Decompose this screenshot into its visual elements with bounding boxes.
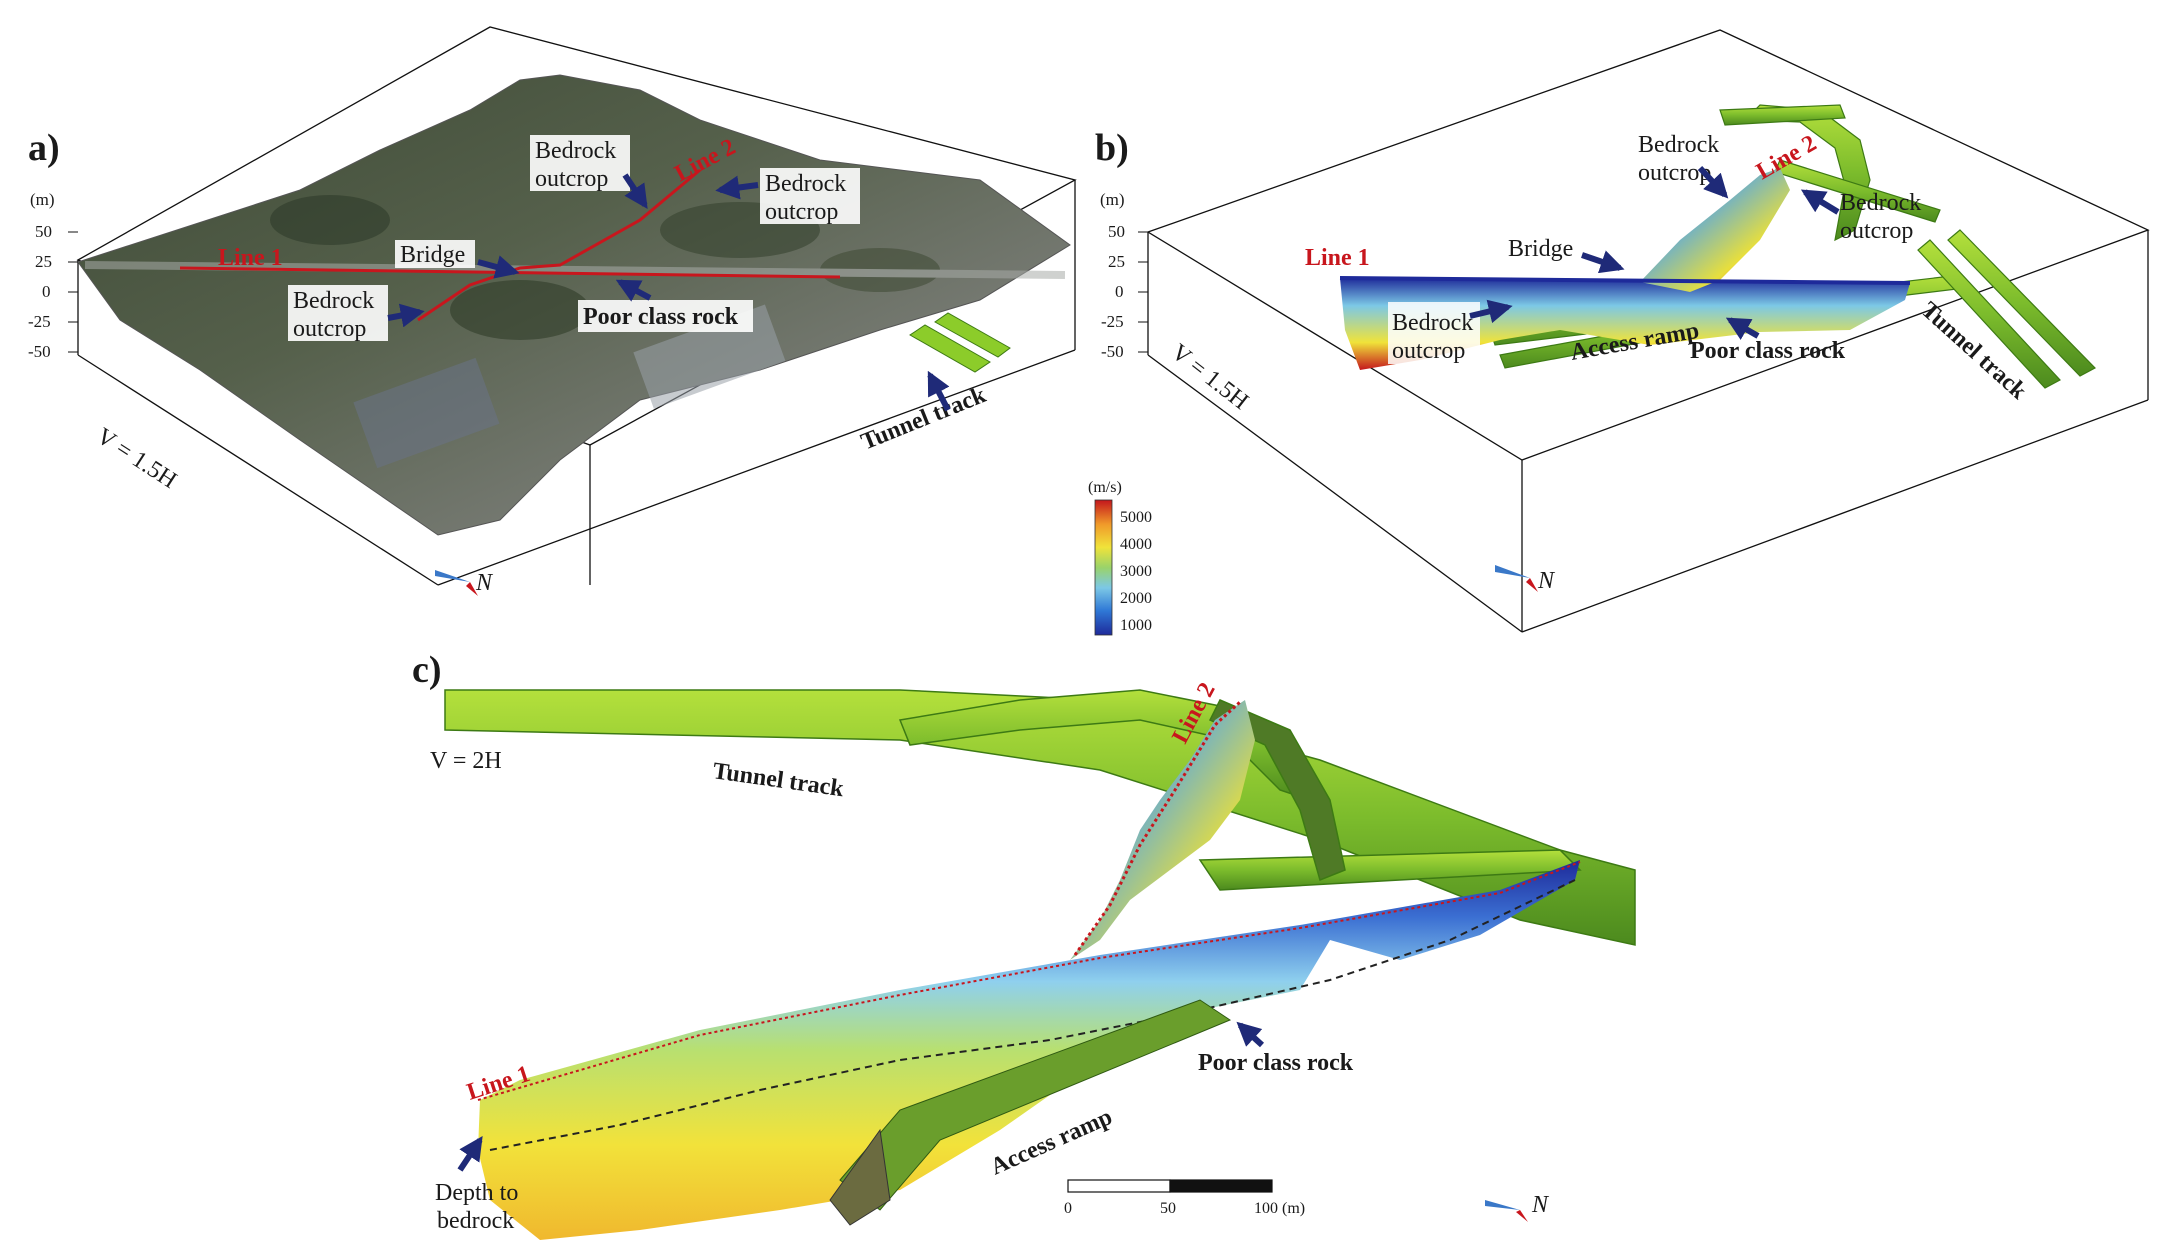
- panel-a-tick-1: 25: [35, 252, 52, 271]
- panel-a-outcrop-3-line1: Bedrock: [765, 171, 846, 197]
- panel-a-tick-4: -50: [28, 342, 51, 361]
- panel-a-outcrop-3-line2: outcrop: [765, 199, 838, 225]
- panel-a-unit: (m): [30, 190, 55, 209]
- panel-a-tick-3: -25: [28, 312, 51, 331]
- panel-b-box: [1146, 29, 2150, 633]
- panel-b-line2-section: [1640, 168, 1790, 292]
- panel-a-letter: a): [28, 127, 60, 169]
- panel-c-north-label: N: [1531, 1192, 1550, 1218]
- colorbar-tick-0: 5000: [1120, 509, 1152, 526]
- panel-b-outcrop-1-line2: outcrop: [1392, 338, 1465, 364]
- panel-a: a) (m): [28, 26, 1077, 596]
- panel-b-tick-0: 50: [1108, 222, 1125, 241]
- velocity-colorbar: (m/s) 5000 4000 3000 2000 1000: [1088, 479, 1152, 636]
- panel-c-poor-rock-label: Poor class rock: [1198, 1050, 1354, 1076]
- panel-c-tunnel-label: Tunnel track: [711, 758, 846, 802]
- panel-b-outcrop-callout-3: Bedrock outcrop: [1800, 189, 1921, 244]
- panel-a-tick-2: 0: [42, 282, 51, 301]
- scalebar-tick-0: 0: [1064, 1200, 1072, 1217]
- panel-a-outcrop-callout-3: Bedrock outcrop: [715, 168, 860, 225]
- scalebar-tick-1: 50: [1160, 1200, 1176, 1217]
- panel-c-depth-callout: Depth to bedrock: [435, 1136, 518, 1234]
- panel-b-outcrop-3-line2: outcrop: [1840, 218, 1913, 244]
- panel-a-bridge-label: Bridge: [400, 242, 465, 268]
- panel-b-unit: (m): [1100, 190, 1125, 209]
- panel-a-tunnel-label: Tunnel track: [858, 382, 991, 456]
- panel-c-line1-trace: [477, 861, 1581, 1101]
- panel-c-letter: c): [412, 649, 442, 691]
- panel-a-tick-0: 50: [35, 222, 52, 241]
- panel-b-letter: b): [1095, 127, 1129, 169]
- panel-c-depth-to-bedrock: [489, 879, 1576, 1151]
- panel-b-outcrop-callout-2: Bedrock outcrop: [1638, 132, 1729, 199]
- panel-b-line1-section: [1340, 278, 1910, 370]
- panel-b-tick-4: -50: [1101, 342, 1124, 361]
- panel-a-outcrop-callout-2: Bedrock outcrop: [530, 135, 648, 209]
- panel-b-bridge-label: Bridge: [1508, 236, 1573, 262]
- panel-b-tick-1: 25: [1108, 252, 1125, 271]
- panel-a-scale-note: V = 1.5H: [92, 423, 181, 494]
- panel-b-line1-label: Line 1: [1305, 245, 1370, 271]
- colorbar-tick-1: 4000: [1120, 536, 1152, 553]
- panel-b-outcrop-1-line1: Bedrock: [1392, 310, 1473, 336]
- panel-a-outcrop-2-line2: outcrop: [535, 166, 608, 192]
- colorbar-tick-4: 1000: [1120, 617, 1152, 634]
- panel-b-outcrop-3-line1: Bedrock: [1840, 190, 1921, 216]
- panel-c: c) V = 2H Line 1 Line 2 Tunnel track Poo…: [412, 649, 1636, 1240]
- panel-c-depth-line1: Depth to: [435, 1180, 518, 1206]
- panel-b-outcrop-2-line2: outcrop: [1638, 160, 1711, 186]
- panel-b-outcrop-callout-1: Bedrock outcrop: [1388, 299, 1513, 364]
- panel-c-scalebar: 0 50 100 (m): [1064, 1179, 1305, 1217]
- panel-c-access-ramp: [829, 999, 1232, 1226]
- colorbar-gradient: [1094, 499, 1113, 636]
- panel-c-line2-trace: [1073, 700, 1242, 956]
- panel-a-line1-label: Line 1: [218, 245, 283, 271]
- panel-b-poor-rock-label: Poor class rock: [1690, 338, 1846, 364]
- panel-a-tunnel-stub: [909, 312, 1011, 373]
- panel-b-line1-trace: [1339, 276, 1911, 285]
- panel-a-poor-rock-label: Poor class rock: [583, 304, 739, 330]
- panel-c-line1-section: [478, 860, 1580, 1240]
- panel-a-outcrop-callout-1: Bedrock outcrop: [288, 285, 425, 342]
- panel-b-scale-note: V = 1.5H: [1166, 339, 1253, 415]
- panel-b: b) (m) 50 25 0 -25: [1095, 29, 2150, 633]
- panel-c-north-arrow: N: [1485, 1192, 1550, 1222]
- panel-b-axis: (m) 50 25 0 -25 -50: [1100, 190, 1148, 361]
- panel-a-poor-rock-callout: Poor class rock: [578, 279, 753, 332]
- panel-a-axis: (m) 50 25 0 -25 -50: [28, 190, 78, 361]
- line2-trace-a: [417, 168, 701, 322]
- panel-a-tunnel-callout: Tunnel track: [858, 370, 991, 456]
- panel-c-depth-line2: bedrock: [437, 1208, 514, 1234]
- panel-c-poor-rock-callout: Poor class rock: [1198, 1021, 1354, 1076]
- panel-a-outcrop-2-line1: Bedrock: [535, 138, 616, 164]
- panel-b-north-label: N: [1537, 568, 1556, 594]
- panel-a-outcrop-1-line2: outcrop: [293, 316, 366, 342]
- panel-b-tick-3: -25: [1101, 312, 1124, 331]
- colorbar-unit: (m/s): [1088, 479, 1122, 496]
- panel-a-bridge-callout: Bridge: [395, 240, 520, 279]
- panel-b-bridge-callout: Bridge: [1508, 236, 1625, 274]
- panel-c-tunnels: [444, 689, 1636, 946]
- panel-a-north-label: N: [475, 570, 494, 596]
- colorbar-tick-2: 3000: [1120, 563, 1152, 580]
- panel-b-tick-2: 0: [1115, 282, 1124, 301]
- panel-b-poor-rock-callout: Poor class rock: [1690, 317, 1846, 364]
- panel-b-outcrop-2-line1: Bedrock: [1638, 132, 1719, 158]
- panel-b-north-arrow: N: [1495, 565, 1556, 594]
- panel-c-scale-note: V = 2H: [430, 748, 502, 774]
- panel-a-north-arrow: N: [435, 570, 494, 596]
- panel-a-outcrop-1-line1: Bedrock: [293, 288, 374, 314]
- colorbar-tick-3: 2000: [1120, 590, 1152, 607]
- scalebar-tick-2: 100 (m): [1254, 1200, 1305, 1217]
